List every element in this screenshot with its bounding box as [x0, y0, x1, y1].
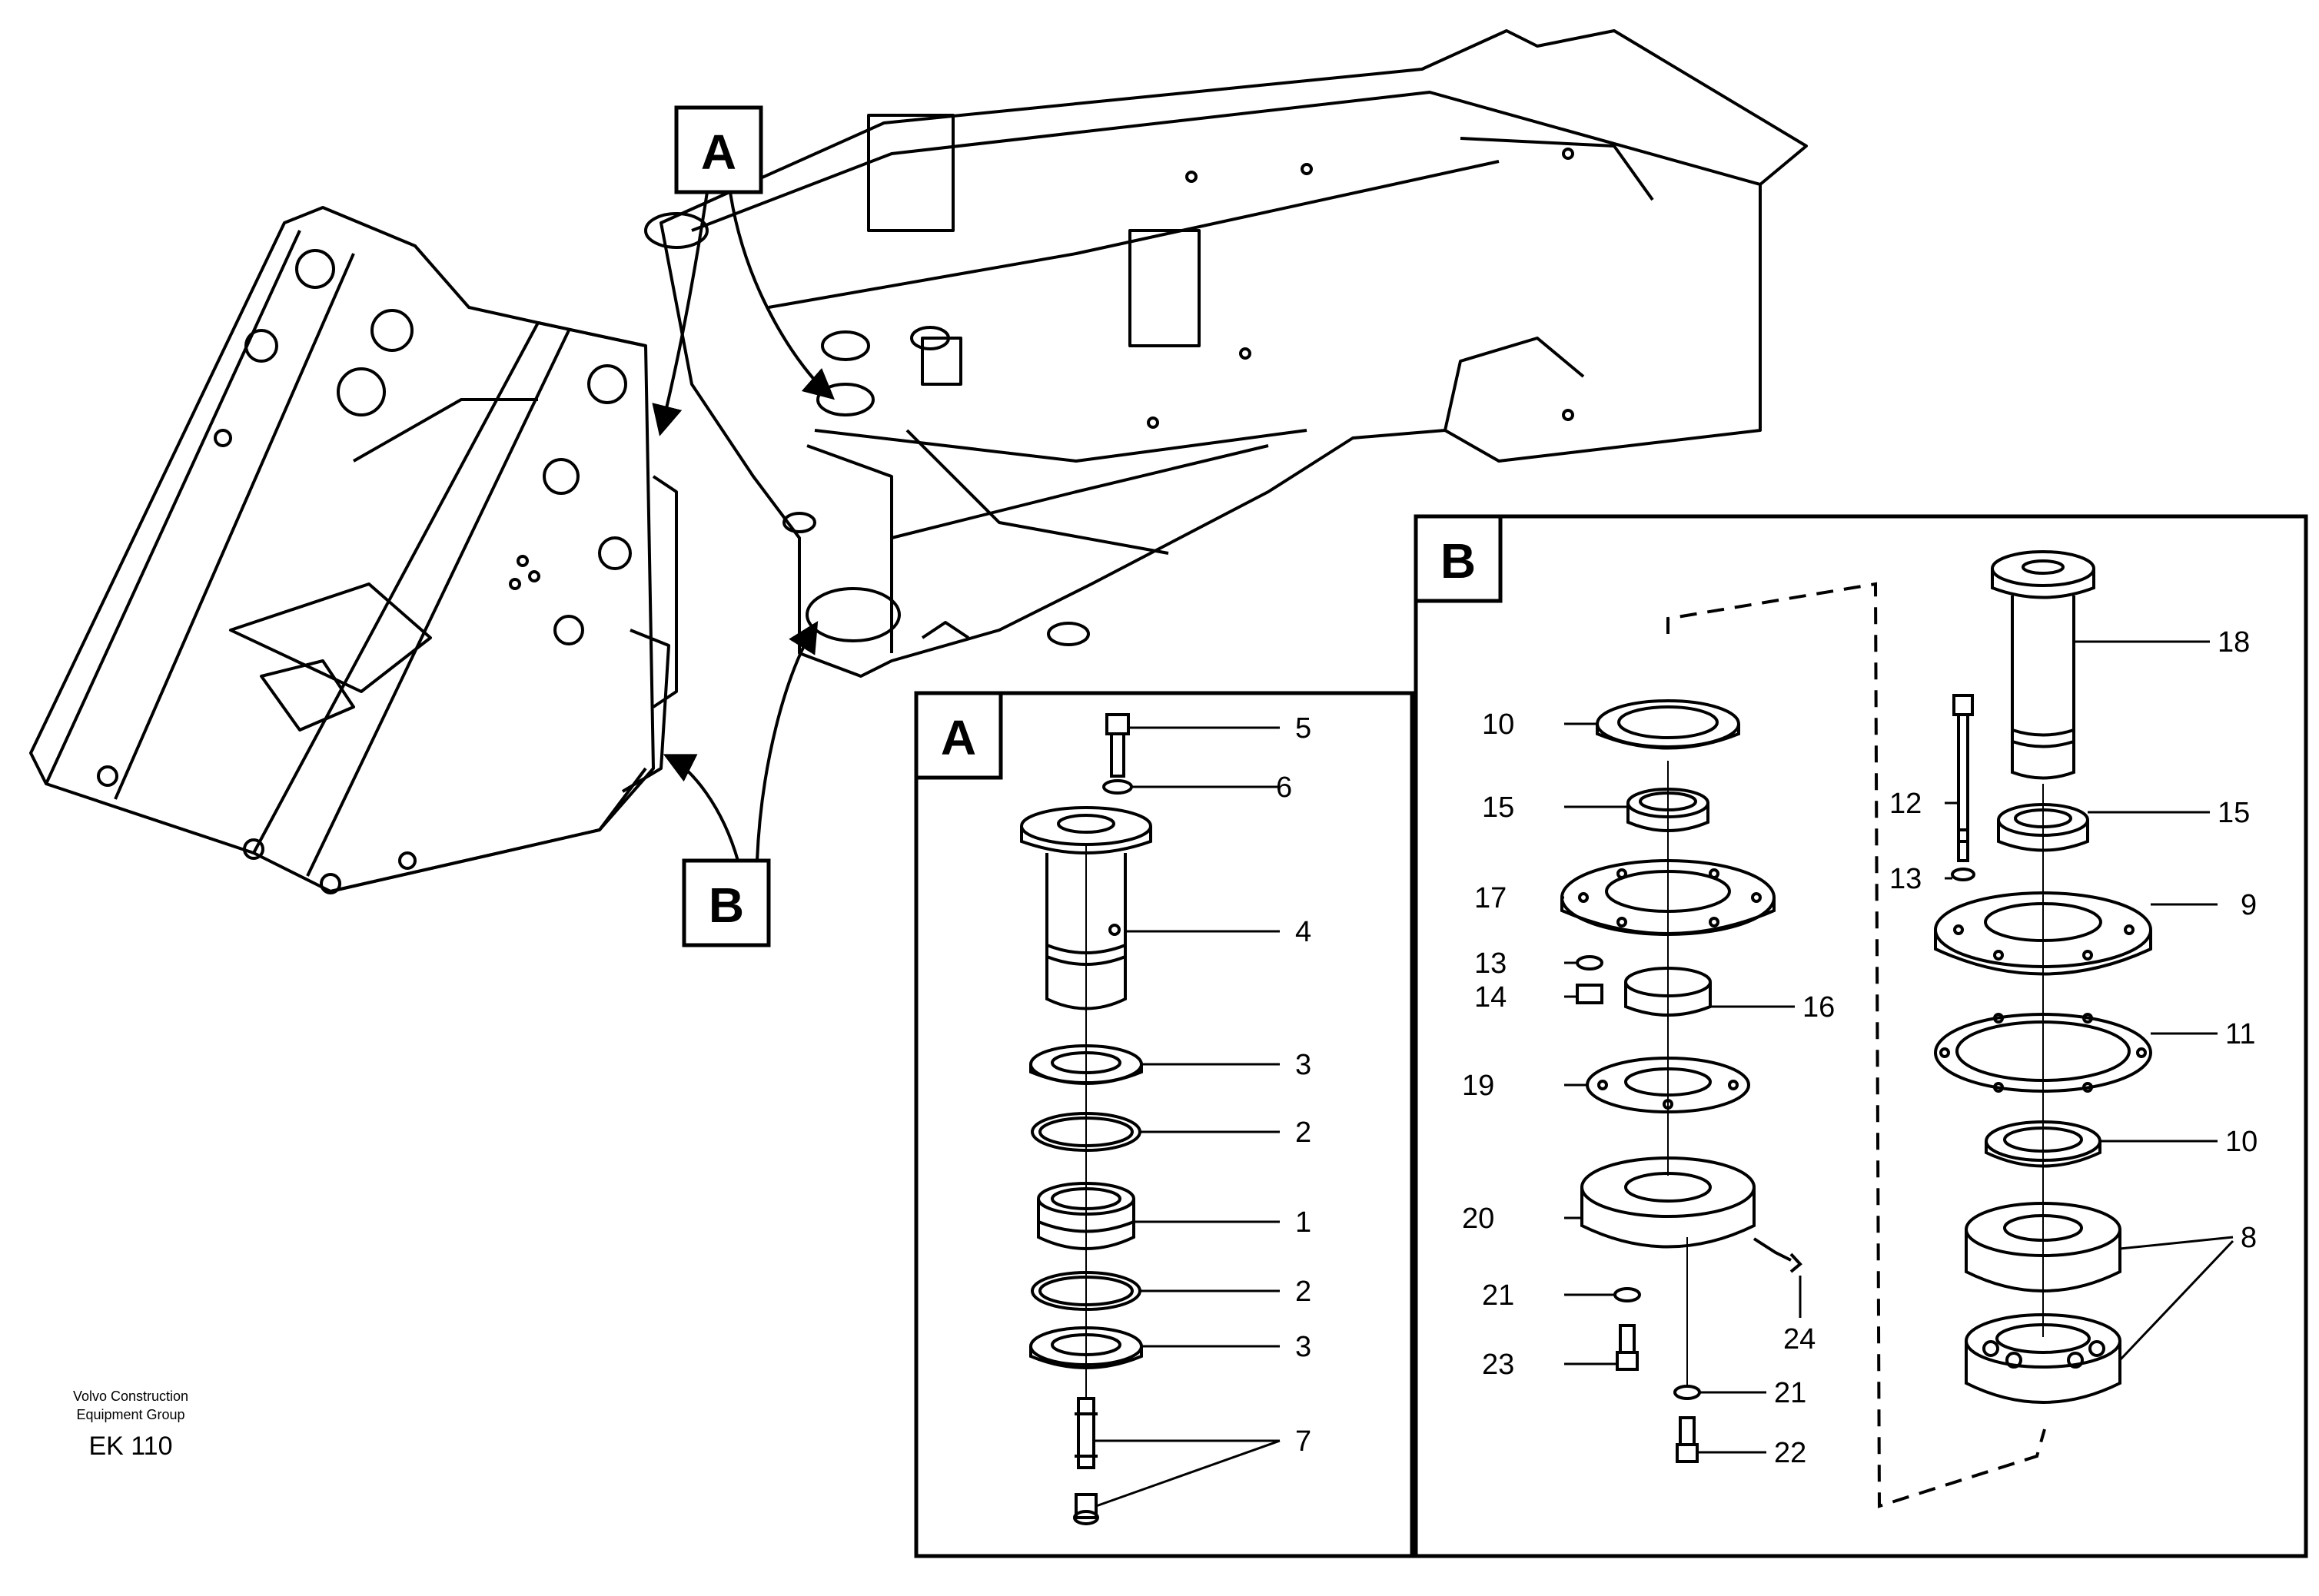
label-10-right: 10	[2225, 1126, 2258, 1158]
front-frame-drawing	[29, 206, 678, 894]
label-20: 20	[1462, 1203, 1494, 1235]
label-10-left: 10	[1482, 708, 1514, 741]
label-13-left: 13	[1474, 947, 1507, 980]
panel-a-letter: A	[941, 710, 976, 765]
label-9: 9	[2241, 889, 2257, 921]
label-8: 8	[2241, 1222, 2257, 1254]
label-2-lower: 2	[1295, 1276, 1311, 1308]
label-1: 1	[1295, 1206, 1311, 1239]
rear-frame-drawing	[644, 29, 1808, 678]
overview-callout-b: B	[682, 858, 771, 947]
label-16: 16	[1802, 991, 1835, 1024]
panel-b-left-parts	[1560, 699, 1802, 1463]
footer-drawing-code: EK 110	[88, 1432, 173, 1461]
label-24: 24	[1783, 1323, 1816, 1355]
panel-a-leaders	[1094, 726, 1281, 1508]
label-3-upper: 3	[1295, 1049, 1311, 1081]
overview-callout-a: A	[674, 105, 763, 194]
label-13-right: 13	[1889, 863, 1922, 895]
label-14: 14	[1474, 981, 1507, 1014]
detail-panel-b: B	[1414, 514, 2308, 1558]
footer-company-line1: Volvo Construction	[72, 1389, 189, 1404]
label-21-upper: 21	[1482, 1279, 1514, 1312]
panel-a-labels: 5 6 4 3 2 1 2 3 7	[1276, 712, 1311, 1458]
overview-callout-a-letter: A	[701, 124, 736, 180]
overview-arrows	[652, 191, 836, 861]
label-23: 23	[1482, 1349, 1514, 1381]
panel-b-right-parts	[1934, 550, 2152, 1404]
label-3-lower: 3	[1295, 1331, 1311, 1363]
label-18: 18	[2218, 626, 2250, 659]
detail-panel-a: A	[914, 691, 1414, 1558]
dashed-link	[1666, 582, 2046, 1508]
label-5: 5	[1295, 712, 1311, 745]
panel-b-leaders	[1562, 640, 2234, 1454]
footer-credit: Volvo Construction Equipment Group EK 11…	[23, 1387, 238, 1462]
overview-callout-b-letter: B	[709, 878, 744, 933]
label-2-upper: 2	[1295, 1117, 1311, 1149]
label-4: 4	[1295, 916, 1311, 948]
label-11: 11	[2225, 1018, 2255, 1050]
panel-b-labels: 10 15 17 13 14 16 19 20 21 24 23 21 22 1…	[1462, 626, 2258, 1469]
label-15-right: 15	[2218, 797, 2250, 829]
label-15-left: 15	[1482, 791, 1514, 824]
label-6: 6	[1276, 771, 1292, 804]
label-19: 19	[1462, 1070, 1494, 1102]
label-17: 17	[1474, 882, 1507, 914]
footer-company-line2: Equipment Group	[76, 1407, 185, 1422]
label-21-lower: 21	[1774, 1377, 1806, 1409]
panel-b-letter: B	[1440, 533, 1476, 589]
label-7: 7	[1295, 1425, 1311, 1458]
label-22: 22	[1774, 1437, 1806, 1469]
label-12: 12	[1889, 788, 1922, 820]
